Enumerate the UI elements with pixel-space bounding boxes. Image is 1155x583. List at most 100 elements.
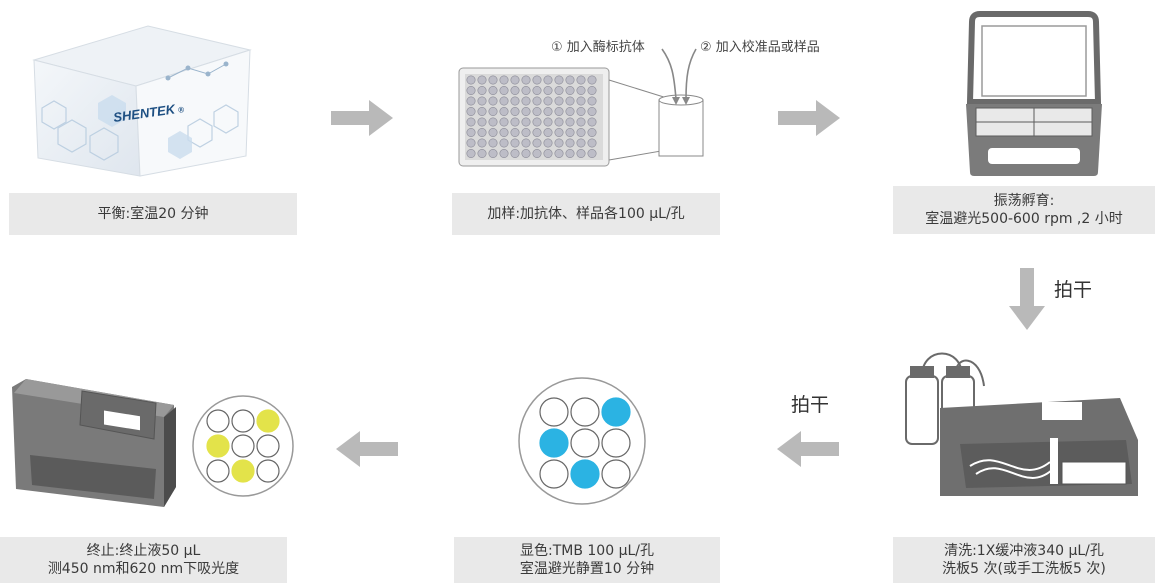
plate-well	[587, 138, 597, 148]
step-caption-stop: 终止:终止液50 μL 测450 nm和620 nm下吸光度	[0, 537, 287, 583]
plate-well	[565, 96, 575, 106]
plate-well	[488, 96, 498, 106]
plate-well	[554, 138, 564, 148]
step-caption-color: 显色:TMB 100 μL/孔 室温避光静置10 分钟	[454, 537, 720, 583]
caption-line: 测450 nm和620 nm下吸光度	[47, 561, 240, 577]
plate-well	[510, 85, 520, 95]
plate-well	[532, 128, 542, 138]
plate-well	[521, 75, 531, 85]
plate-well	[510, 138, 520, 148]
plate-well	[543, 138, 553, 148]
plate-well	[532, 85, 542, 95]
plate-well	[466, 75, 476, 85]
plate-well	[554, 106, 564, 116]
flow-label-pat-dry-1: 拍干	[1054, 279, 1093, 301]
plate-well	[543, 85, 553, 95]
plate-well	[466, 85, 476, 95]
plate-well	[532, 149, 542, 159]
plate-well	[521, 117, 531, 127]
plate-well	[499, 75, 509, 85]
stop-wells-icon	[192, 395, 294, 497]
plate-well	[532, 75, 542, 85]
plate-well	[521, 149, 531, 159]
plate-well	[576, 149, 586, 159]
caption-line: 振荡孵育:	[993, 193, 1055, 209]
plate-well	[477, 117, 487, 127]
caption-line: 显色:TMB 100 μL/孔	[520, 543, 654, 559]
step-caption-add-sample: 加样:加抗体、样品各100 μL/孔	[452, 193, 720, 235]
plate-well	[576, 128, 586, 138]
step-caption-wash: 清洗:1X缓冲液340 μL/孔 洗板5 次(或手工洗板5 次)	[893, 537, 1155, 583]
caption-line: 室温避光静置10 分钟	[519, 561, 655, 577]
plate-well	[565, 149, 575, 159]
plate-well	[466, 96, 476, 106]
shaker-icon	[966, 11, 1102, 176]
plate-well	[543, 149, 553, 159]
plate-well	[499, 85, 509, 95]
caption-line: 终止:终止液50 μL	[86, 543, 201, 559]
plate-well	[499, 106, 509, 116]
plate-well	[477, 96, 487, 106]
plate-well	[488, 85, 498, 95]
plate-well	[521, 85, 531, 95]
plate-well	[587, 149, 597, 159]
plate-well	[477, 75, 487, 85]
plate-well	[565, 128, 575, 138]
plate-well	[554, 128, 564, 138]
annotation-add-sample: ② 加入校准品或样品	[700, 40, 820, 55]
plate-well	[488, 75, 498, 85]
plate-well	[532, 106, 542, 116]
plate-well	[521, 96, 531, 106]
plate-well	[488, 128, 498, 138]
caption-line: 清洗:1X缓冲液340 μL/孔	[944, 543, 1104, 559]
plate-well	[466, 117, 476, 127]
plate-well	[554, 117, 564, 127]
plate-well	[477, 128, 487, 138]
plate-well	[587, 128, 597, 138]
plate-well	[510, 106, 520, 116]
plate-well	[477, 85, 487, 95]
plate-well	[565, 106, 575, 116]
plate-well	[488, 149, 498, 159]
plate-well	[576, 75, 586, 85]
plate-well	[565, 117, 575, 127]
caption-line: 加样:加抗体、样品各100 μL/孔	[487, 206, 685, 222]
plate-well	[521, 138, 531, 148]
plate-well	[576, 85, 586, 95]
plate-well	[499, 128, 509, 138]
plate-well	[510, 75, 520, 85]
tmb-wells-icon	[518, 377, 646, 505]
microplate-icon	[458, 67, 704, 167]
plate-well	[532, 117, 542, 127]
plate-well	[576, 138, 586, 148]
plate-well	[521, 128, 531, 138]
caption-line: 洗板5 次(或手工洗板5 次)	[942, 561, 1106, 577]
plate-well	[510, 128, 520, 138]
plate-well	[587, 85, 597, 95]
plate-well	[543, 117, 553, 127]
plate-well	[477, 149, 487, 159]
plate-well	[543, 106, 553, 116]
plate-well	[543, 96, 553, 106]
plate-well	[466, 128, 476, 138]
plate-well	[532, 138, 542, 148]
caption-line: 室温避光500-600 rpm ,2 小时	[925, 211, 1123, 227]
caption-line: 平衡:室温20 分钟	[97, 206, 209, 222]
plate-well	[565, 85, 575, 95]
annotation-add-antibody: ① 加入酶标抗体	[551, 40, 645, 55]
plate-well	[499, 149, 509, 159]
plate-well	[554, 75, 564, 85]
plate-well	[576, 106, 586, 116]
plate-well	[521, 106, 531, 116]
plate-well	[587, 106, 597, 116]
arrow-left-2	[336, 431, 398, 467]
plate-well	[499, 96, 509, 106]
plate-well	[477, 106, 487, 116]
plate-well	[587, 96, 597, 106]
pipette-arrows-icon	[661, 48, 697, 105]
kit-box-icon: SHENTEK®	[32, 25, 252, 177]
plate-well	[510, 96, 520, 106]
plate-well	[565, 138, 575, 148]
plate-well	[488, 106, 498, 116]
plate-well	[466, 106, 476, 116]
